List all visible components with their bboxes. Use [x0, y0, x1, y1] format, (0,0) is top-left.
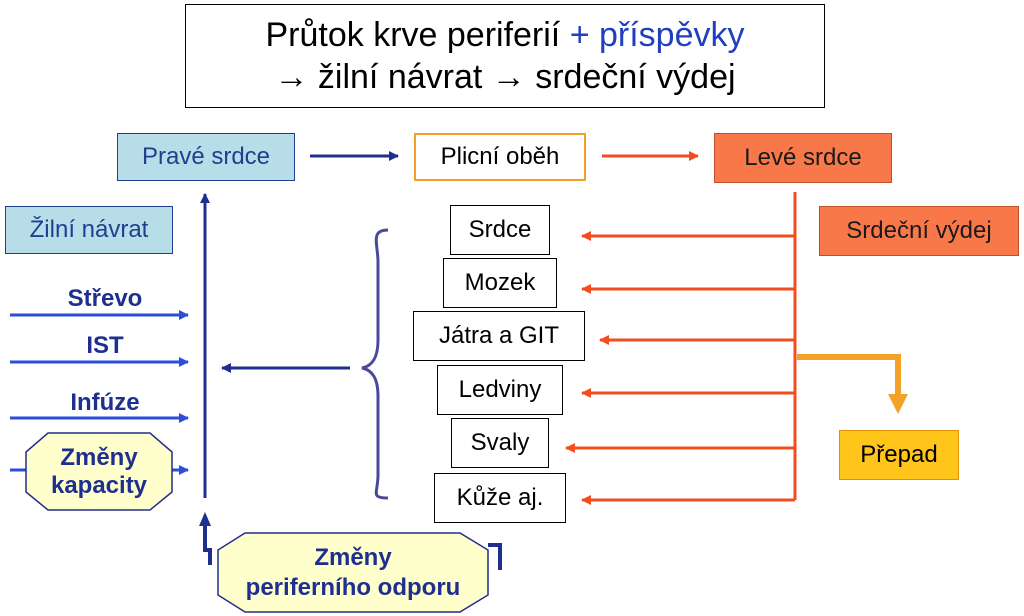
cardiac-output-box: Srdeční výdej: [819, 206, 1019, 256]
left-heart-box: Levé srdce: [714, 133, 892, 183]
title-line-2: → žilní návrat → srdeční výdej: [274, 58, 736, 96]
organ-box-liver-git: Játra a GIT: [413, 311, 585, 361]
overflow-box: Přepad: [839, 430, 959, 480]
title-line-1: Průtok krve periferií + příspěvky: [265, 14, 744, 56]
resistance-changes-label: Změny periferního odporu: [218, 533, 488, 612]
resistance-changes-octagon: [217, 532, 489, 613]
resistance-arrowhead: [199, 512, 211, 526]
capacity-changes-line-2: kapacity: [50, 471, 148, 499]
organ-box-heart: Srdce: [450, 205, 550, 255]
resistance-changes-line-1: Změny: [314, 543, 392, 571]
organs-brace: [361, 228, 389, 500]
organ-box-kidneys: Ledviny: [437, 365, 563, 415]
organ-box-skin: Kůže aj.: [434, 473, 566, 523]
resistance-bracket-left: [203, 526, 212, 565]
pulmonary-circulation-box: Plicní oběh: [414, 133, 586, 181]
arrow-overflow: [797, 354, 908, 414]
resistance-changes-line-2: periferního odporu: [245, 573, 461, 601]
title-box: Průtok krve periferií + příspěvky → žiln…: [185, 4, 825, 108]
input-label-ist: IST: [86, 332, 124, 359]
capacity-changes-octagon: [25, 432, 173, 511]
input-label-intestine: Střevo: [67, 285, 143, 312]
input-label-infusion: Infúze: [70, 389, 140, 416]
right-heart-box: Pravé srdce: [117, 133, 295, 181]
title-main: Průtok krve periferií: [265, 16, 561, 54]
title-accent: + příspěvky: [569, 16, 745, 54]
capacity-changes-line-1: Změny: [60, 443, 138, 471]
venous-return-box: Žilní návrat: [5, 206, 173, 254]
organ-box-brain: Mozek: [443, 258, 557, 308]
capacity-changes-label: Změny kapacity: [26, 433, 172, 510]
organ-box-muscles: Svaly: [451, 418, 549, 468]
resistance-bracket-right: [488, 543, 502, 570]
